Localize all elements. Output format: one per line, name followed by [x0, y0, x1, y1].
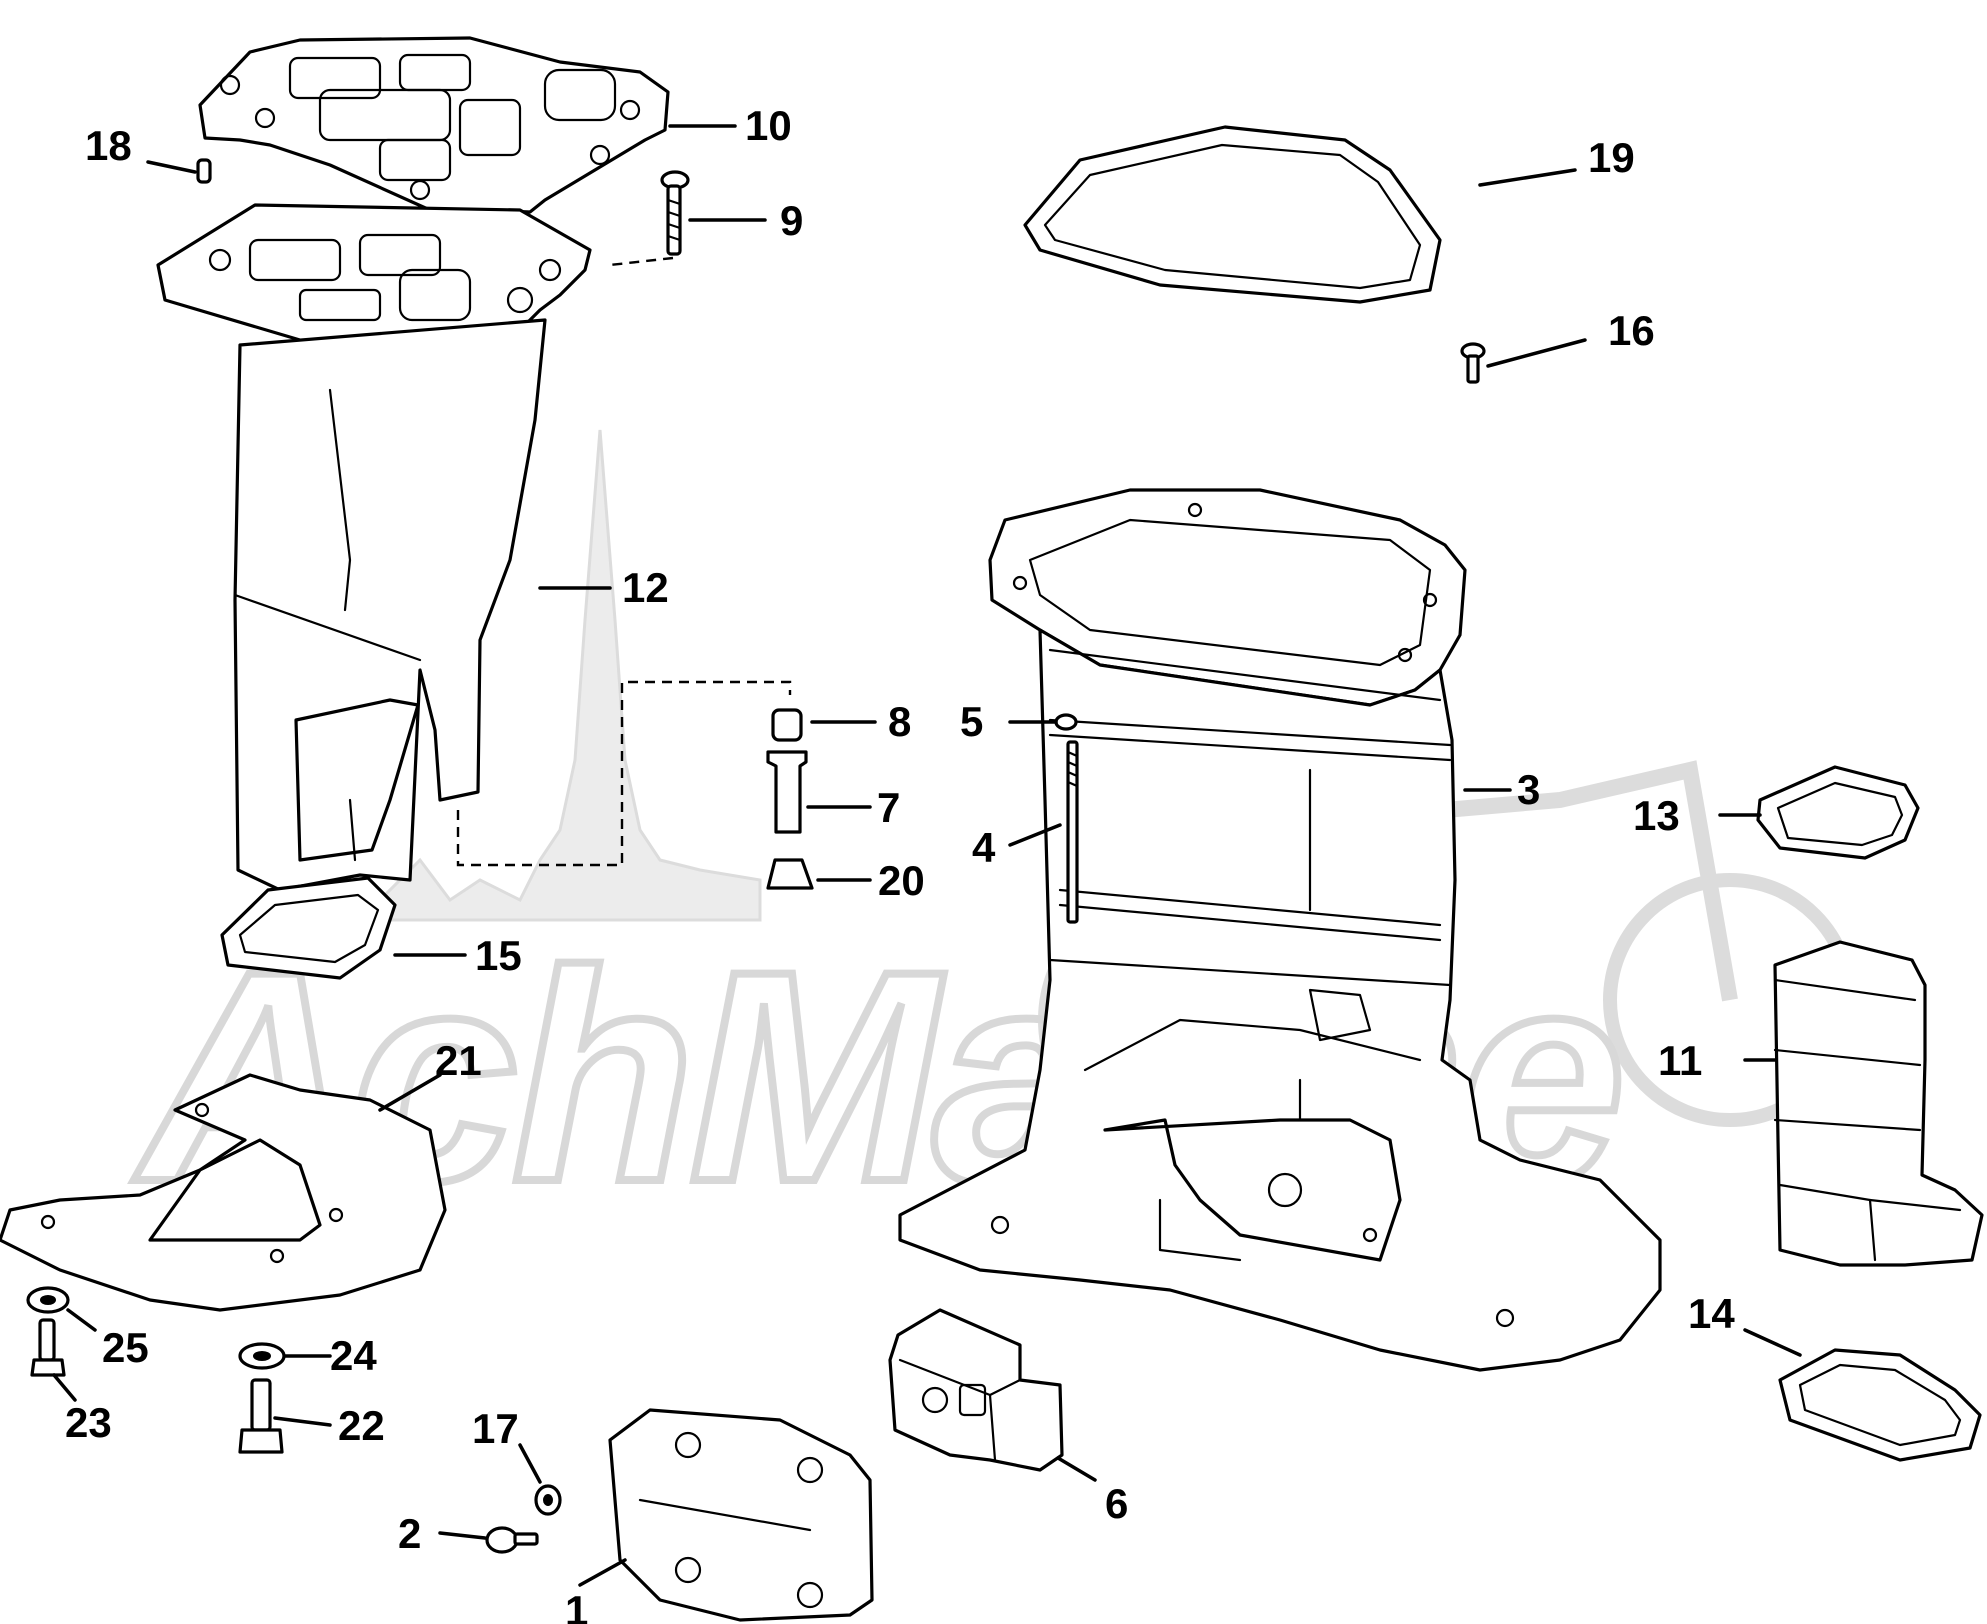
- callout-2: 2: [398, 1510, 421, 1557]
- part-24-washer[interactable]: [238, 1342, 286, 1370]
- part-5-nut[interactable]: [1054, 713, 1078, 731]
- callout-18: 18: [85, 122, 132, 169]
- callout-labels: 1 2 3 4 5 6 7 8 9 10 11 12 13 14 15 16 1…: [65, 102, 1735, 1624]
- callout-12: 12: [622, 564, 669, 611]
- part-13-seal[interactable]: [1756, 765, 1920, 860]
- part-8-grommet[interactable]: [771, 708, 803, 742]
- callout-1: 1: [565, 1587, 588, 1624]
- part-3-driveshaft-housing[interactable]: [898, 488, 1662, 1372]
- watermark-skyline: [327, 429, 762, 922]
- callout-19: 19: [1588, 134, 1635, 181]
- callout-21: 21: [435, 1037, 482, 1084]
- callout-10: 10: [745, 102, 792, 149]
- callout-23: 23: [65, 1399, 112, 1446]
- callout-3: 3: [1517, 766, 1540, 813]
- part-6-mount[interactable]: [888, 1308, 1064, 1472]
- callout-4: 4: [972, 824, 996, 871]
- part-18-dowel-pin[interactable]: [196, 158, 212, 184]
- part-4-stud[interactable]: [1066, 740, 1079, 924]
- callout-24: 24: [330, 1332, 377, 1379]
- leader-lines: [52, 124, 1802, 1587]
- callout-25: 25: [102, 1324, 149, 1371]
- part-19-seal[interactable]: [1023, 125, 1442, 304]
- part-10-gasket[interactable]: [198, 36, 670, 214]
- callout-7: 7: [877, 784, 900, 831]
- dashed-link-9-12: [609, 256, 674, 267]
- part-12-exhaust-housing[interactable]: [156, 203, 592, 892]
- callout-5: 5: [960, 698, 983, 745]
- callout-22: 22: [338, 1402, 385, 1449]
- callout-14: 14: [1688, 1290, 1735, 1337]
- part-20-seal[interactable]: [766, 858, 814, 890]
- callout-15: 15: [475, 932, 522, 979]
- part-14-seal[interactable]: [1778, 1348, 1982, 1462]
- part-15-seal[interactable]: [220, 876, 397, 980]
- callout-17: 17: [472, 1405, 519, 1452]
- part-11-tube[interactable]: [1773, 940, 1984, 1267]
- callout-16: 16: [1608, 307, 1655, 354]
- callout-8: 8: [888, 698, 911, 745]
- callout-20: 20: [878, 857, 925, 904]
- callout-9: 9: [780, 197, 803, 244]
- part-17-washer[interactable]: [534, 1484, 562, 1516]
- dashed-link-12-8: [456, 680, 792, 867]
- part-25-washer[interactable]: [26, 1286, 70, 1314]
- callout-13: 13: [1633, 792, 1680, 839]
- part-21-plate[interactable]: [0, 1073, 447, 1312]
- part-9-bolt[interactable]: [660, 170, 690, 256]
- part-1-cover[interactable]: [608, 1408, 874, 1622]
- part-16-screw[interactable]: [1460, 342, 1486, 384]
- part-7-tube[interactable]: [766, 750, 808, 834]
- callout-6: 6: [1105, 1480, 1128, 1527]
- callout-11: 11: [1658, 1037, 1702, 1084]
- part-23-bolt[interactable]: [30, 1318, 66, 1377]
- part-22-bolt[interactable]: [238, 1378, 284, 1454]
- part-2-screw[interactable]: [485, 1526, 539, 1554]
